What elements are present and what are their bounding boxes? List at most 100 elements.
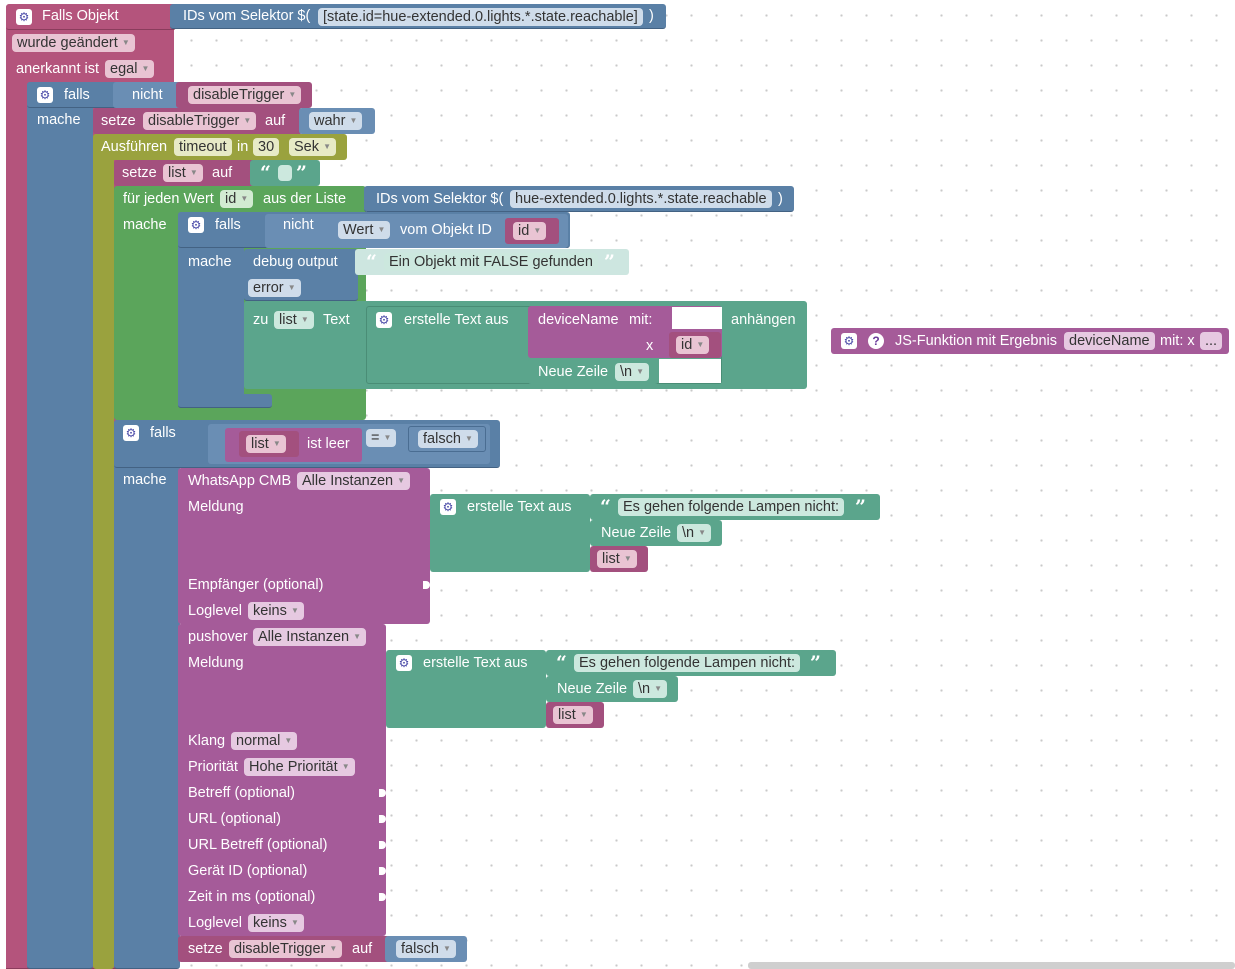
not-block-1[interactable] [113, 82, 183, 108]
po-text-input[interactable]: Es gehen folgende Lampen nicht: [574, 654, 801, 672]
append-var[interactable]: list▼ [274, 311, 314, 329]
empty-text-input[interactable] [278, 165, 292, 181]
function-with: mit: [629, 312, 653, 328]
set-1-var[interactable]: disableTrigger▼ [143, 112, 257, 130]
wa-list-dropdown[interactable]: list▼ [597, 550, 637, 568]
help-icon[interactable]: ? [868, 333, 884, 349]
not-block-2[interactable] [265, 214, 335, 248]
ack-dropdown[interactable]: egal▼ [105, 60, 155, 78]
timeout-in: in [237, 139, 249, 155]
po-list-dropdown[interactable]: list▼ [553, 706, 593, 724]
quote-open-icon: “ [260, 162, 271, 184]
selector-input[interactable]: [state.id=hue-extended.0.lights.*.state.… [318, 8, 643, 26]
function-param: x [646, 338, 654, 354]
if-1-label: falls [64, 87, 90, 103]
gear-icon[interactable]: ⚙ [440, 499, 456, 515]
pushover-priority-dropdown[interactable]: Hohe Priorität▼ [244, 758, 355, 776]
whatsapp-block[interactable] [178, 468, 430, 624]
device-input-socket[interactable] [379, 867, 386, 875]
wa-newline-dropdown[interactable]: \n▼ [677, 524, 712, 542]
set-2-var[interactable]: list▼ [163, 164, 203, 182]
compare-op[interactable]: =▼ [366, 429, 397, 447]
recipient-input-socket[interactable] [423, 581, 430, 589]
set-3-var[interactable]: disableTrigger▼ [229, 940, 343, 958]
wa-text-input[interactable]: Es gehen folgende Lampen nicht: [618, 498, 845, 516]
js-function-more[interactable]: ... [1200, 332, 1223, 350]
gear-icon[interactable]: ⚙ [376, 312, 392, 328]
pushover-sound-dropdown[interactable]: normal▼ [231, 732, 298, 750]
debug-level-dropdown[interactable]: error▼ [248, 279, 301, 297]
foreach-var[interactable]: id▼ [220, 190, 254, 208]
pushover-instance[interactable]: Alle Instanzen▼ [253, 628, 367, 646]
gear-icon[interactable]: ⚙ [396, 655, 412, 671]
if-2-do: mache [188, 254, 232, 270]
function-gap [672, 307, 722, 329]
create-text-label-2: erstelle Text aus [467, 499, 572, 515]
newline-dropdown-1[interactable]: \n▼ [615, 363, 650, 381]
set-3-to: auf [352, 941, 373, 957]
gear-icon[interactable]: ⚙ [841, 333, 857, 349]
quote-open-icon: “ [600, 496, 611, 518]
if-3-do: mache [123, 472, 167, 488]
if-2-label: falls [215, 217, 241, 233]
getvalue-dropdown[interactable]: Wert▼ [338, 221, 391, 239]
timeout-unit[interactable]: Sek▼ [289, 138, 336, 156]
pushover-loglevel-dropdown[interactable]: keins▼ [248, 914, 304, 932]
po-newline-label: Neue Zeile [557, 681, 628, 697]
set-3-label: setze [188, 941, 223, 957]
gear-icon[interactable]: ⚙ [188, 217, 204, 233]
create-text-block-2[interactable] [430, 494, 590, 572]
foreach-selector-input[interactable]: hue-extended.0.lights.*.state.reachable [510, 190, 772, 208]
create-text-block-3[interactable] [386, 650, 546, 728]
changed-dropdown[interactable]: wurde geändert▼ [12, 34, 135, 52]
trigger-title: Falls Objekt [42, 8, 119, 24]
js-function-name[interactable]: deviceName [1064, 332, 1155, 350]
timeout-label: Ausführen [101, 139, 168, 155]
timeout-value[interactable]: 30 [253, 138, 280, 156]
function-name: deviceName [538, 312, 619, 328]
append-label: anhängen [731, 312, 796, 328]
timeout-block[interactable] [93, 134, 114, 969]
foreach-selector-close: ) [778, 191, 783, 207]
pushover-block[interactable] [178, 624, 386, 936]
bool-dropdown-2[interactable]: falsch▼ [418, 430, 478, 448]
quote-close-icon: ” [810, 652, 821, 674]
set-2-label: setze [122, 165, 157, 181]
gear-icon[interactable]: ⚙ [37, 87, 53, 103]
ack-label: anerkannt ist [16, 61, 100, 77]
po-newline-dropdown[interactable]: \n▼ [633, 680, 668, 698]
var-dropdown-1[interactable]: disableTrigger▼ [188, 86, 302, 104]
quote-close-icon: ” [604, 251, 615, 273]
pushover-message-label: Meldung [188, 655, 244, 671]
timeout-name[interactable]: timeout [174, 138, 232, 156]
list-var-dropdown-1[interactable]: list▼ [246, 435, 286, 453]
foreach-label: für jeden Wert [123, 191, 214, 207]
trigger-header-ext [6, 4, 176, 30]
url-subject-input-socket[interactable] [379, 841, 386, 849]
if-2-footer [178, 394, 272, 408]
time-input-socket[interactable] [379, 893, 386, 901]
bool-dropdown-3[interactable]: falsch▼ [396, 940, 456, 958]
whatsapp-loglevel-dropdown[interactable]: keins▼ [248, 602, 304, 620]
whatsapp-instance[interactable]: Alle Instanzen▼ [297, 472, 411, 490]
bool-dropdown-1[interactable]: wahr▼ [309, 112, 363, 130]
gear-icon[interactable]: ⚙ [123, 425, 139, 441]
horizontal-scrollbar[interactable] [748, 962, 1235, 969]
quote-close-icon: ” [855, 496, 866, 518]
debug-text-input[interactable]: Ein Objekt mit FALSE gefunden [384, 253, 598, 271]
id-var-dropdown[interactable]: id▼ [513, 222, 547, 240]
subject-input-socket[interactable] [379, 789, 386, 797]
if-block-1[interactable] [27, 82, 93, 969]
url-input-socket[interactable] [379, 815, 386, 823]
pushover-priority-label: Priorität [188, 759, 238, 775]
pushover-time-label: Zeit in ms (optional) [188, 889, 316, 905]
whatsapp-label: WhatsApp CMB [188, 473, 292, 489]
not-label-2: nicht [283, 217, 314, 233]
not-label-1: nicht [132, 87, 163, 103]
gear-icon[interactable]: ⚙ [16, 9, 32, 25]
if-block-3[interactable] [114, 420, 180, 969]
js-function-block[interactable] [831, 328, 1229, 354]
pushover-loglevel-label: Loglevel [188, 915, 243, 931]
getvalue-label: vom Objekt ID [400, 222, 492, 238]
id-var-dropdown-2[interactable]: id▼ [676, 336, 710, 354]
